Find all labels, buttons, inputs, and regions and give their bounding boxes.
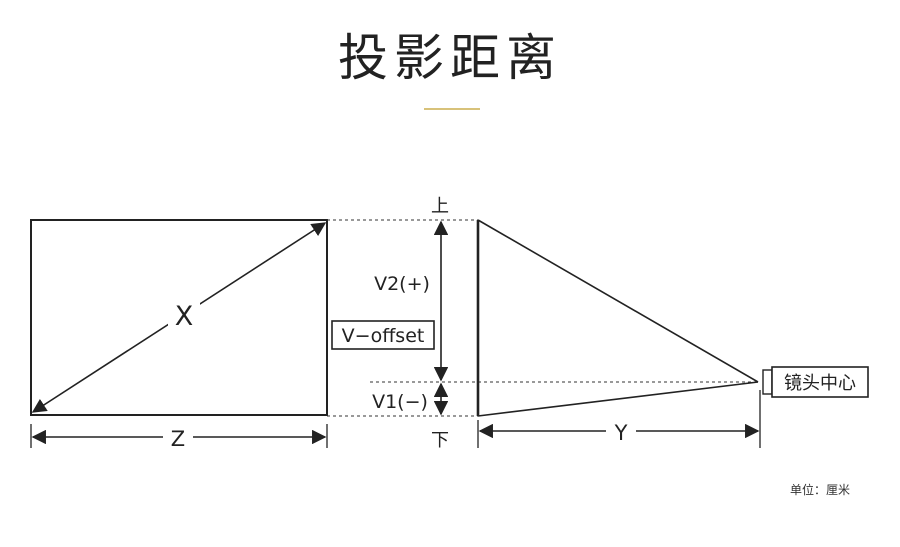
lens-center-label: 镜头中心 [784,373,856,394]
v-offset-label: V−offset [342,325,425,347]
diagonal-label: X [175,301,194,332]
width-label: Z [171,427,185,451]
page-title: 投影距离 [338,29,562,87]
lens-icon [762,369,773,395]
projection-ray-top [477,219,759,383]
lens-center-box [771,366,869,398]
top-label: 上 [431,196,449,217]
distance-label: Y [614,421,628,445]
screen-rectangle [30,219,328,416]
projection-ray-bottom [477,381,759,417]
unit-note: 单位：厘米 [790,483,851,497]
v1-label: V1(−) [372,391,428,413]
v-offset-box [331,320,435,350]
bottom-label: 下 [431,430,449,451]
title-underline [424,108,480,110]
v2-label: V2(+) [374,273,430,295]
